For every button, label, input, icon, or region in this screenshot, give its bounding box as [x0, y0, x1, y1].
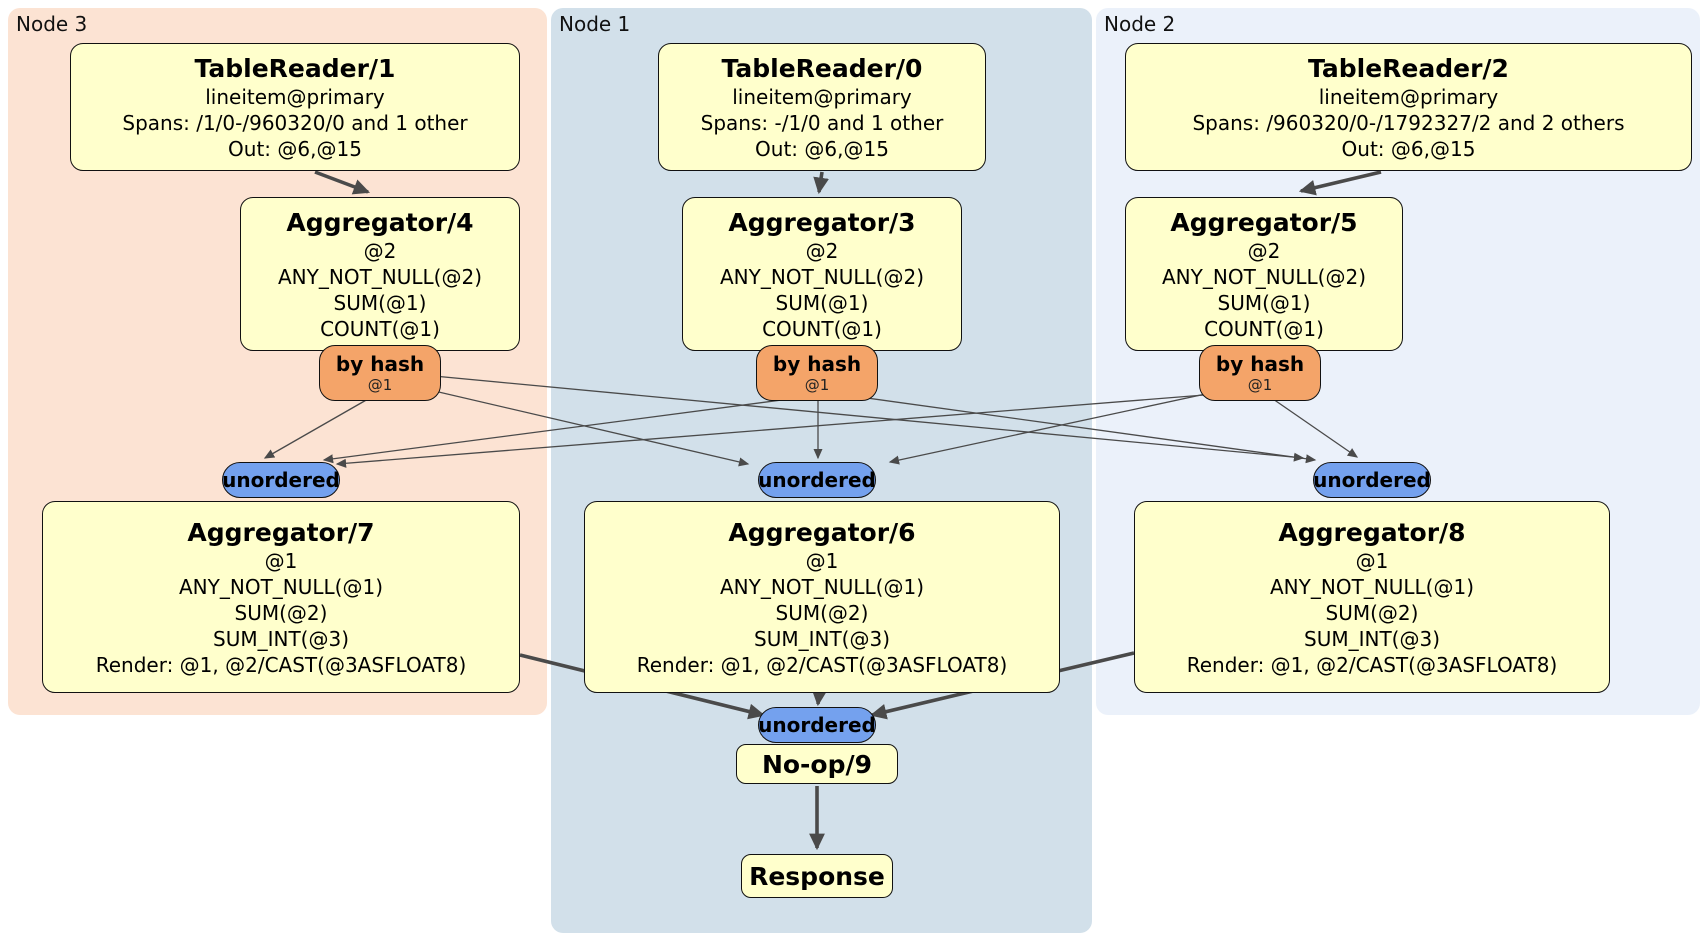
- noop-9-box: No-op/9: [736, 744, 898, 784]
- unordered-sync-label: unordered: [758, 713, 876, 737]
- unordered-sync-label: unordered: [222, 468, 340, 492]
- unordered-sync-final: unordered: [758, 707, 876, 743]
- aggregator-8-fn1: ANY_NOT_NULL(@1): [1270, 574, 1474, 599]
- aggregator-5-box: Aggregator/5 @2 ANY_NOT_NULL(@2) SUM(@1)…: [1125, 197, 1403, 351]
- hash-router-key: @1: [367, 376, 393, 394]
- tablereader-2-spans: Spans: /960320/0-/1792327/2 and 2 others: [1192, 110, 1625, 135]
- tablereader-1-index: lineitem@primary: [205, 84, 385, 109]
- aggregator-6-fn1: ANY_NOT_NULL(@1): [720, 574, 924, 599]
- tablereader-0-box: TableReader/0 lineitem@primary Spans: -/…: [658, 43, 986, 171]
- aggregator-3-box: Aggregator/3 @2 ANY_NOT_NULL(@2) SUM(@1)…: [682, 197, 962, 351]
- aggregator-5-fn3: COUNT(@1): [1204, 316, 1324, 341]
- aggregator-4-fn3: COUNT(@1): [320, 316, 440, 341]
- cluster-node2-label: Node 2: [1104, 12, 1176, 36]
- hash-router-label: by hash: [1215, 352, 1305, 376]
- aggregator-6-box: Aggregator/6 @1 ANY_NOT_NULL(@1) SUM(@2)…: [584, 501, 1060, 693]
- aggregator-6-fn3: SUM_INT(@3): [754, 626, 890, 651]
- aggregator-7-fn1: ANY_NOT_NULL(@1): [179, 574, 383, 599]
- hash-router-node2: by hash @1: [1199, 345, 1321, 401]
- aggregator-3-fn2: SUM(@1): [775, 290, 869, 315]
- aggregator-4-fn1: ANY_NOT_NULL(@2): [278, 264, 482, 289]
- noop-9-title: No-op/9: [761, 749, 873, 779]
- aggregator-7-group: @1: [264, 548, 298, 573]
- edge-hash1-to-sync3: [322, 397, 798, 464]
- aggregator-8-box: Aggregator/8 @1 ANY_NOT_NULL(@1) SUM(@2)…: [1134, 501, 1610, 693]
- unordered-sync-node3: unordered: [222, 462, 340, 498]
- edge-tablereader1-to-aggregator4: [314, 170, 371, 195]
- hash-router-node3: by hash @1: [319, 345, 441, 401]
- hash-router-key: @1: [1247, 376, 1273, 394]
- aggregator-5-group: @2: [1247, 238, 1281, 263]
- tablereader-1-out: Out: @6,@15: [228, 136, 362, 161]
- tablereader-2-index: lineitem@primary: [1318, 84, 1499, 109]
- aggregator-5-fn2: SUM(@1): [1217, 290, 1311, 315]
- hash-router-key: @1: [804, 376, 830, 394]
- aggregator-6-title: Aggregator/6: [728, 517, 916, 547]
- aggregator-8-render: Render: @1, @2/CAST(@3ASFLOAT8): [1186, 652, 1558, 677]
- aggregator-8-title: Aggregator/8: [1278, 517, 1466, 547]
- edge-hash3-to-sync2: [401, 372, 1305, 462]
- aggregator-7-title: Aggregator/7: [187, 517, 375, 547]
- tablereader-1-box: TableReader/1 lineitem@primary Spans: /1…: [70, 43, 520, 171]
- tablereader-0-out: Out: @6,@15: [755, 136, 889, 161]
- unordered-sync-label: unordered: [758, 468, 876, 492]
- aggregator-8-fn3: SUM_INT(@3): [1304, 626, 1440, 651]
- cluster-node3-label: Node 3: [16, 12, 88, 36]
- aggregator-5-fn1: ANY_NOT_NULL(@2): [1162, 264, 1366, 289]
- edge-hash3-to-sync3: [263, 398, 369, 459]
- tablereader-0-spans: Spans: -/1/0 and 1 other: [700, 110, 944, 135]
- aggregator-4-title: Aggregator/4: [286, 207, 474, 237]
- aggregator-7-render: Render: @1, @2/CAST(@3ASFLOAT8): [95, 652, 467, 677]
- unordered-sync-label: unordered: [1313, 468, 1431, 492]
- tablereader-2-out: Out: @6,@15: [1341, 136, 1476, 161]
- aggregator-3-fn1: ANY_NOT_NULL(@2): [720, 264, 924, 289]
- aggregator-6-fn2: SUM(@2): [775, 600, 869, 625]
- aggregator-5-title: Aggregator/5: [1170, 207, 1358, 237]
- cluster-node1-label: Node 1: [559, 12, 631, 36]
- tablereader-0-title: TableReader/0: [721, 53, 923, 83]
- aggregator-8-fn2: SUM(@2): [1325, 600, 1419, 625]
- response-box: Response: [741, 854, 893, 898]
- tablereader-2-box: TableReader/2 lineitem@primary Spans: /9…: [1125, 43, 1692, 171]
- response-title: Response: [749, 861, 885, 891]
- tablereader-0-index: lineitem@primary: [732, 84, 912, 109]
- aggregator-4-group: @2: [363, 238, 397, 263]
- hash-router-node1: by hash @1: [756, 345, 878, 401]
- edge-tablereader0-to-aggregator3: [813, 171, 829, 195]
- edge-hash2-to-sync3: [335, 391, 1243, 468]
- unordered-sync-node2: unordered: [1313, 462, 1431, 498]
- edge-aggregator6-to-final-sync: [811, 688, 828, 707]
- edge-hash3-to-sync1: [399, 382, 750, 467]
- aggregator-3-title: Aggregator/3: [728, 207, 916, 237]
- aggregator-7-box: Aggregator/7 @1 ANY_NOT_NULL(@1) SUM(@2)…: [42, 501, 520, 693]
- aggregator-4-box: Aggregator/4 @2 ANY_NOT_NULL(@2) SUM(@1)…: [240, 197, 520, 351]
- hash-router-label: by hash: [335, 352, 425, 376]
- aggregator-3-group: @2: [805, 238, 839, 263]
- aggregator-3-fn3: COUNT(@1): [762, 316, 882, 341]
- tablereader-1-spans: Spans: /1/0-/960320/0 and 1 other: [122, 110, 468, 135]
- aggregator-7-fn3: SUM_INT(@3): [213, 626, 349, 651]
- edge-hash1-to-sync2: [837, 393, 1317, 464]
- aggregator-6-group: @1: [805, 548, 839, 573]
- aggregator-8-group: @1: [1355, 548, 1389, 573]
- tablereader-1-title: TableReader/1: [194, 53, 396, 83]
- aggregator-7-fn2: SUM(@2): [234, 600, 328, 625]
- aggregator-6-render: Render: @1, @2/CAST(@3ASFLOAT8): [636, 652, 1008, 677]
- aggregator-4-fn2: SUM(@1): [333, 290, 427, 315]
- unordered-sync-node1: unordered: [758, 462, 876, 498]
- edge-tablereader2-to-aggregator5: [1298, 170, 1382, 196]
- edge-hash2-to-sync2: [1272, 398, 1359, 458]
- hash-router-label: by hash: [772, 352, 862, 376]
- edge-hash2-to-sync1: [888, 386, 1239, 465]
- tablereader-2-title: TableReader/2: [1308, 53, 1509, 83]
